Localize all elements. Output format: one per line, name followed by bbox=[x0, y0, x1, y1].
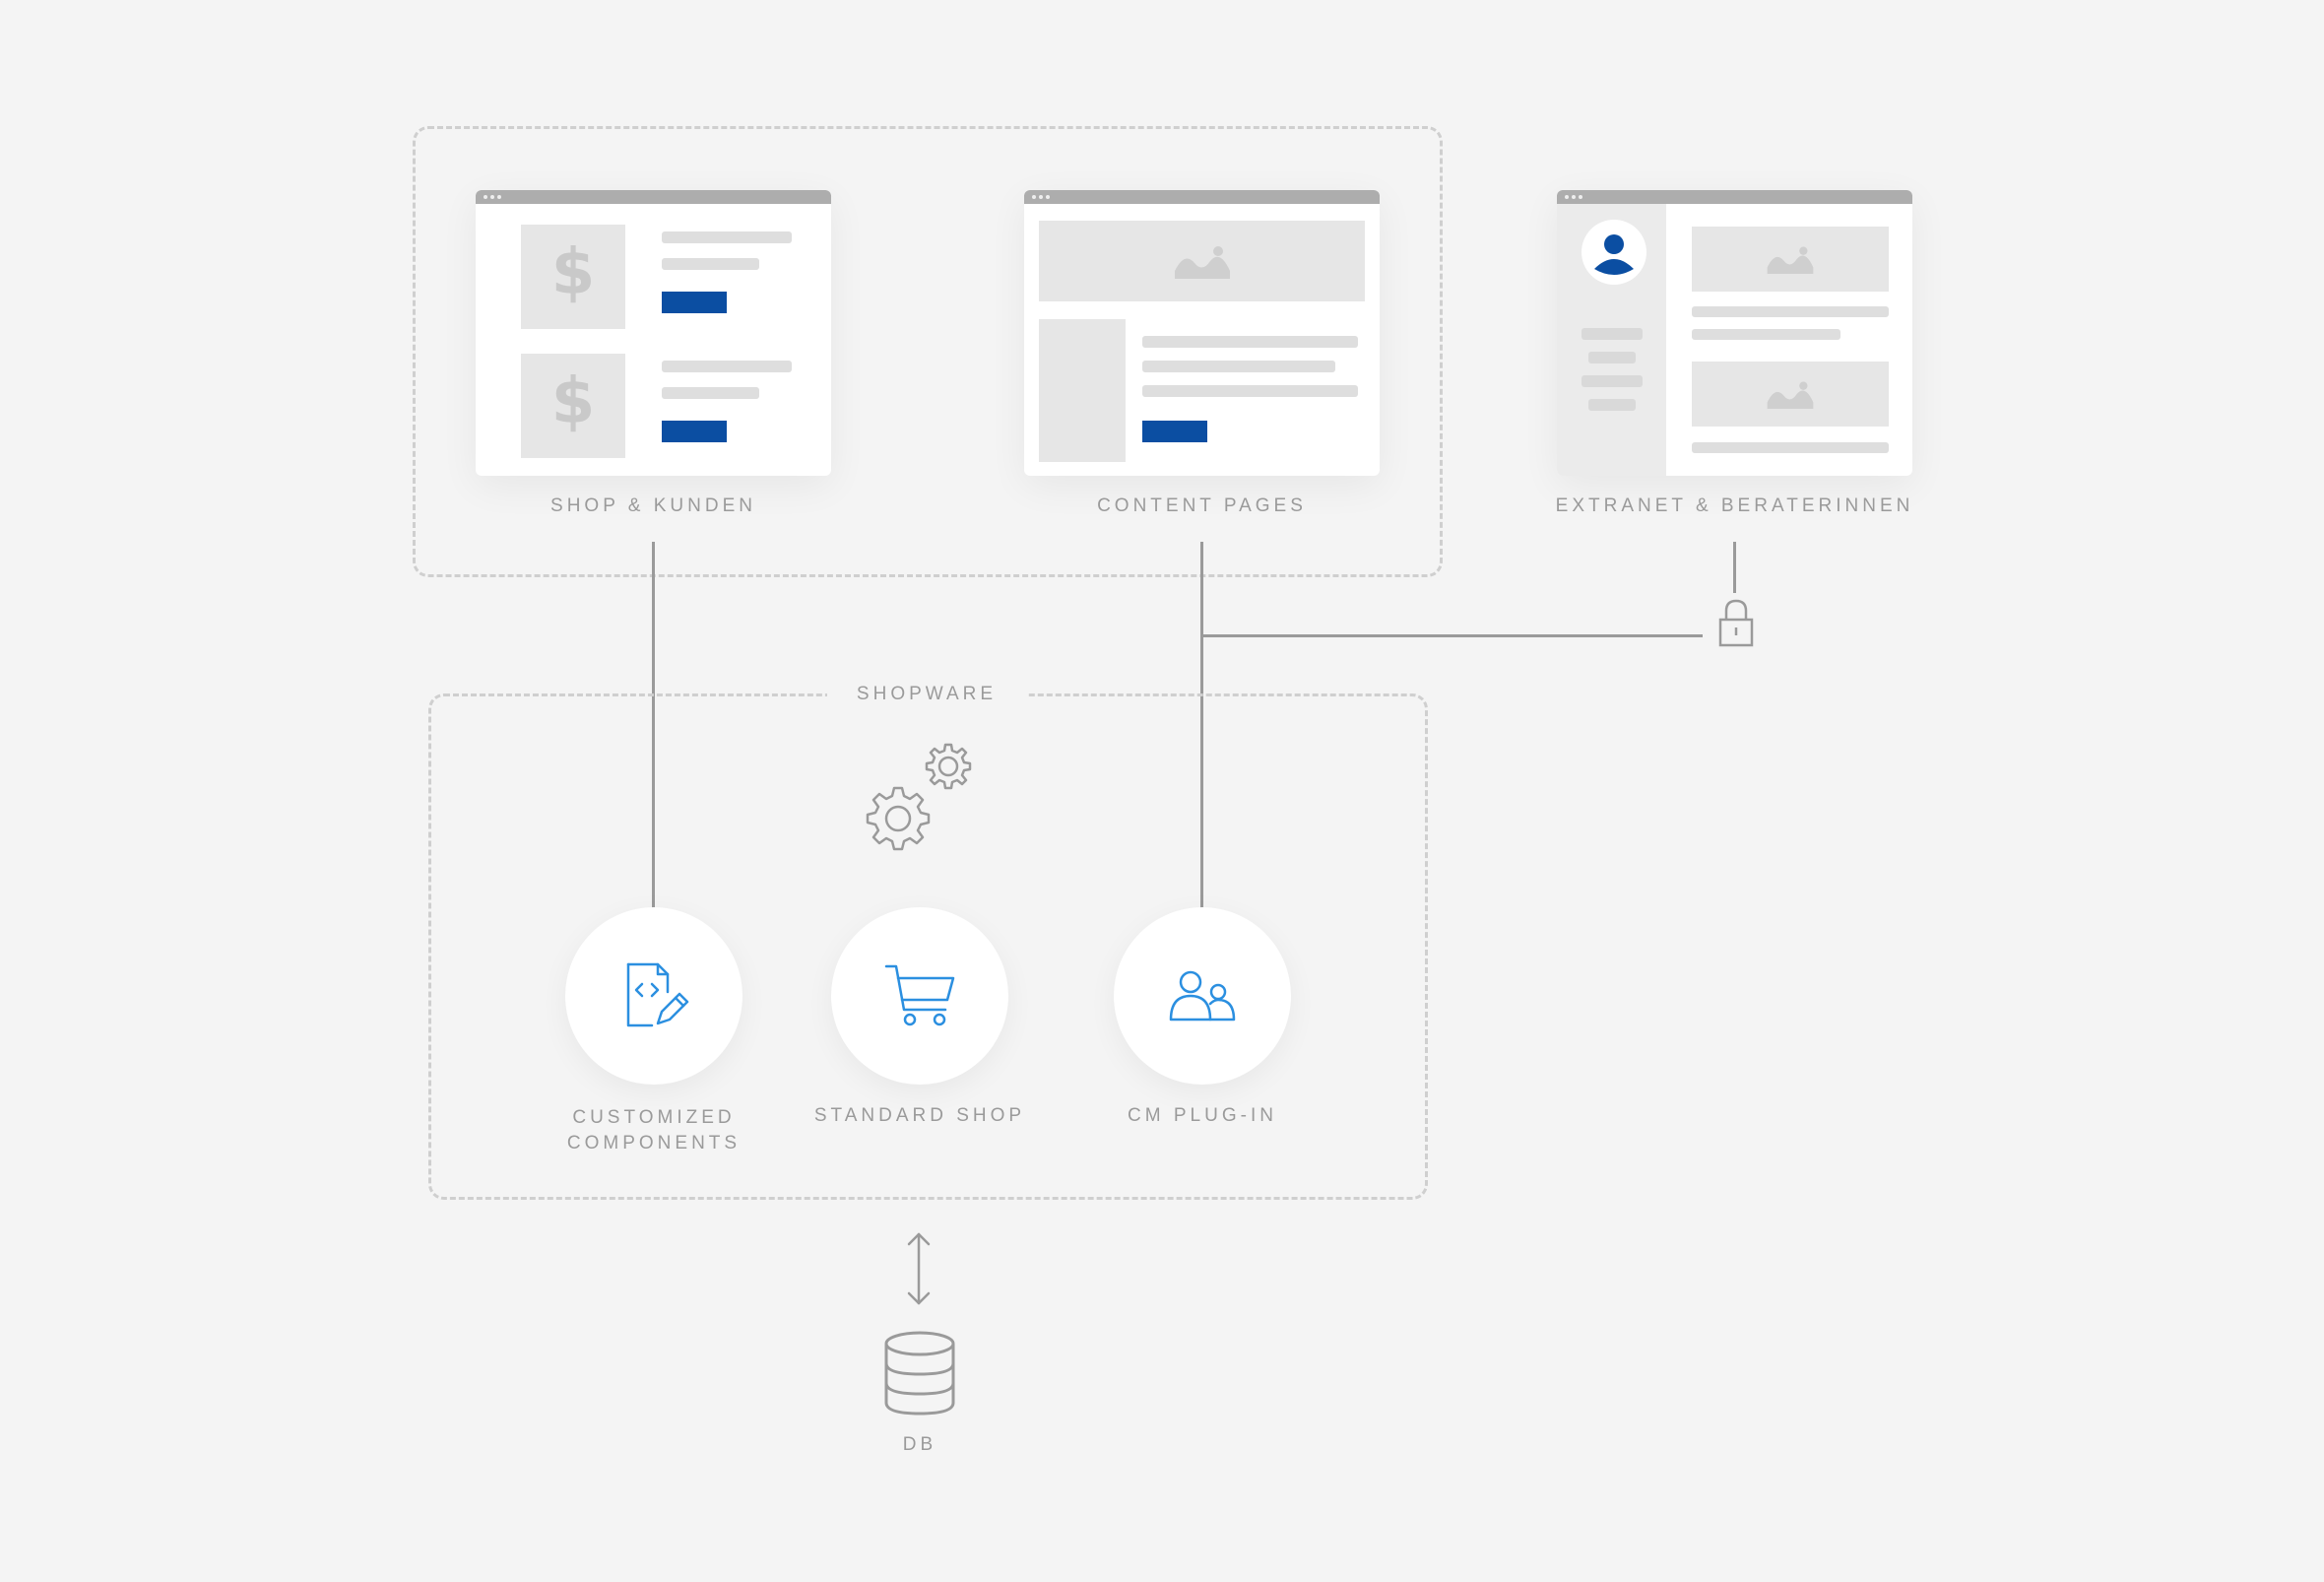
lock-icon bbox=[1718, 599, 1754, 647]
extranet-window bbox=[1557, 190, 1912, 476]
dollar-icon: $ bbox=[550, 236, 596, 309]
content-label: CONTENT PAGES bbox=[1097, 495, 1307, 516]
bidirectional-arrow-icon bbox=[907, 1232, 931, 1305]
content-connector-line bbox=[1200, 542, 1203, 908]
window-titlebar bbox=[1557, 190, 1912, 204]
extranet-vertical-line bbox=[1733, 542, 1736, 593]
window-titlebar bbox=[476, 190, 831, 204]
gears-icon bbox=[866, 743, 972, 851]
extranet-label: EXTRANET & BERATERINNEN bbox=[1555, 495, 1914, 516]
frontend-group-box bbox=[413, 126, 1443, 577]
standard-shop-label: STANDARD SHOP bbox=[813, 1105, 1026, 1126]
extranet-connector-line bbox=[1200, 634, 1703, 637]
image-placeholder bbox=[1692, 227, 1889, 292]
users-icon bbox=[1169, 970, 1236, 1022]
customized-components-node bbox=[565, 907, 742, 1085]
window-titlebar bbox=[1024, 190, 1380, 204]
cm-plugin-node bbox=[1114, 907, 1291, 1085]
image-icon bbox=[1767, 246, 1814, 274]
buy-button-placeholder bbox=[662, 292, 727, 313]
dollar-icon: $ bbox=[550, 365, 596, 438]
image-icon bbox=[1767, 381, 1814, 409]
content-window bbox=[1024, 190, 1380, 476]
shopware-title: SHOPWARE bbox=[827, 684, 1026, 705]
code-edit-icon bbox=[626, 962, 689, 1027]
product-thumb: $ bbox=[521, 354, 625, 458]
db-label: DB bbox=[902, 1434, 937, 1455]
buy-button-placeholder bbox=[662, 421, 727, 442]
shop-window: $ $ bbox=[476, 190, 831, 476]
image-placeholder bbox=[1692, 362, 1889, 427]
product-thumb: $ bbox=[521, 225, 625, 329]
hero-image-placeholder bbox=[1039, 221, 1365, 301]
database-icon bbox=[884, 1331, 955, 1416]
shopping-cart-icon bbox=[884, 964, 955, 1026]
standard-shop-node bbox=[831, 907, 1008, 1085]
cm-plugin-label: CM PLUG-IN bbox=[1128, 1105, 1277, 1126]
user-avatar-icon bbox=[1582, 220, 1646, 285]
customized-components-label: CUSTOMIZED COMPONENTS bbox=[566, 1107, 742, 1154]
shop-label: SHOP & KUNDEN bbox=[550, 495, 756, 516]
cta-button-placeholder bbox=[1142, 421, 1207, 442]
shop-connector-line bbox=[652, 542, 655, 908]
image-icon bbox=[1175, 246, 1230, 279]
